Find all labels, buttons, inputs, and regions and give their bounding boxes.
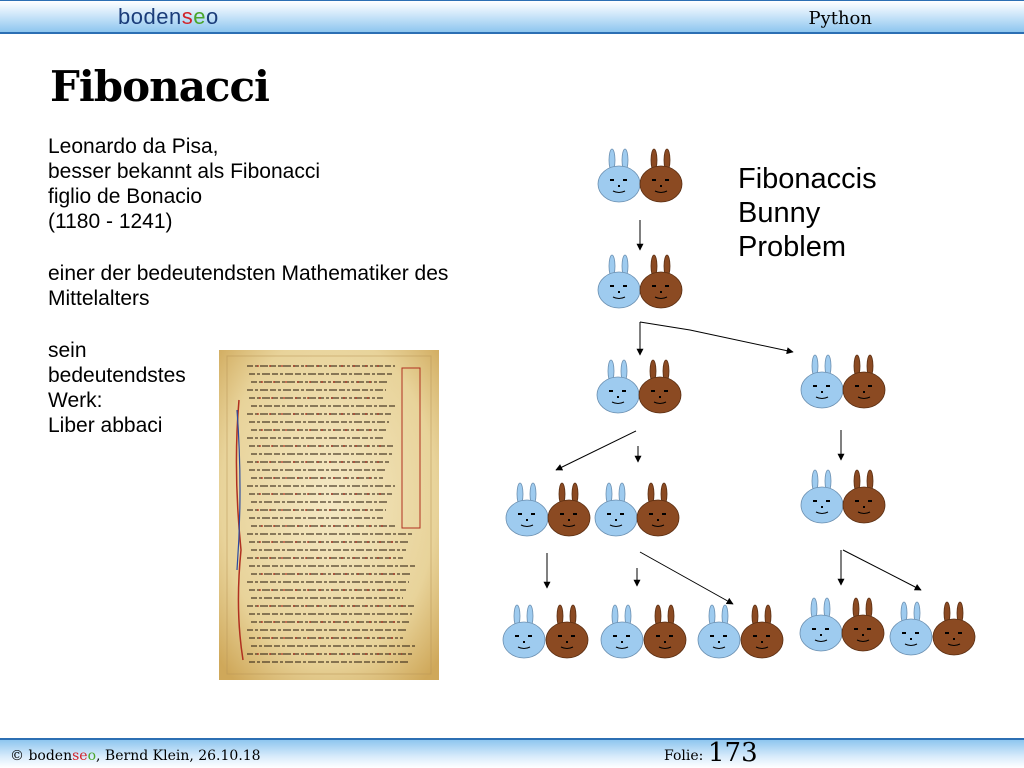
brown-bunny <box>547 482 591 537</box>
work-line: bedeutendstes <box>48 364 186 387</box>
brown-bunny <box>841 597 885 652</box>
brown-bunny <box>932 601 976 656</box>
bunny-problem-title: Fibonaccis Bunny Problem <box>738 162 877 264</box>
liber-abbaci-manuscript-image <box>219 350 439 680</box>
significance-text: einer der bedeutendsten Mathematiker des… <box>48 261 448 311</box>
blue-bunny <box>594 482 638 537</box>
bodenseo-logo: bodenseo <box>118 4 219 29</box>
bunny-title-line: Fibonaccis <box>738 163 877 195</box>
brown-bunny <box>545 604 589 659</box>
blue-bunny <box>597 148 641 203</box>
bunny-title-line: Bunny <box>738 197 821 229</box>
brown-bunny <box>643 604 687 659</box>
blue-bunny <box>799 597 843 652</box>
brown-bunny <box>842 354 886 409</box>
blue-bunny <box>596 359 640 414</box>
blue-bunny <box>889 601 933 656</box>
brown-bunny <box>639 254 683 309</box>
work-text: sein bedeutendstes Werk: Liber abbaci <box>48 338 186 438</box>
header-bar: bodenseo Python <box>0 0 1024 34</box>
bunny-title-line: Problem <box>738 231 846 263</box>
tree-arrow <box>639 321 794 355</box>
brown-bunny <box>842 469 886 524</box>
footer-credits: © bodenseo, Bernd Klein, 26.10.18 <box>10 748 261 764</box>
tree-arrow <box>842 549 922 591</box>
blue-bunny <box>697 604 741 659</box>
blue-bunny <box>600 604 644 659</box>
intro-line: (1180 - 1241) <box>48 210 173 233</box>
brown-bunny <box>638 359 682 414</box>
brown-bunny <box>639 148 683 203</box>
slide-number-label: Folie: <box>664 748 704 764</box>
blue-bunny <box>800 469 844 524</box>
blue-bunny <box>502 604 546 659</box>
brown-bunny <box>740 604 784 659</box>
significance-line: Mittelalters <box>48 287 150 310</box>
tree-arrow <box>555 430 637 471</box>
blue-bunny <box>505 482 549 537</box>
course-title: Python <box>808 8 872 29</box>
brown-bunny <box>636 482 680 537</box>
significance-line: einer der bedeutendsten Mathematiker des <box>48 262 449 285</box>
work-line: sein <box>48 339 87 362</box>
intro-line: Leonardo da Pisa, <box>48 135 219 158</box>
blue-bunny <box>597 254 641 309</box>
fibonacci-bunny-tree-diagram <box>502 148 976 659</box>
intro-line: besser bekannt als Fibonacci <box>48 160 320 183</box>
work-line: Werk: <box>48 389 103 412</box>
slide-title: Fibonacci <box>50 62 270 111</box>
intro-text: Leonardo da Pisa, besser bekannt als Fib… <box>48 134 320 234</box>
slide-number: 173 <box>708 738 758 768</box>
blue-bunny <box>800 354 844 409</box>
footer-bar: © bodenseo, Bernd Klein, 26.10.18 Folie:… <box>0 738 1024 768</box>
intro-line: figlio de Bonacio <box>48 185 203 208</box>
work-line: Liber abbaci <box>48 414 163 437</box>
tree-arrow <box>639 551 734 605</box>
